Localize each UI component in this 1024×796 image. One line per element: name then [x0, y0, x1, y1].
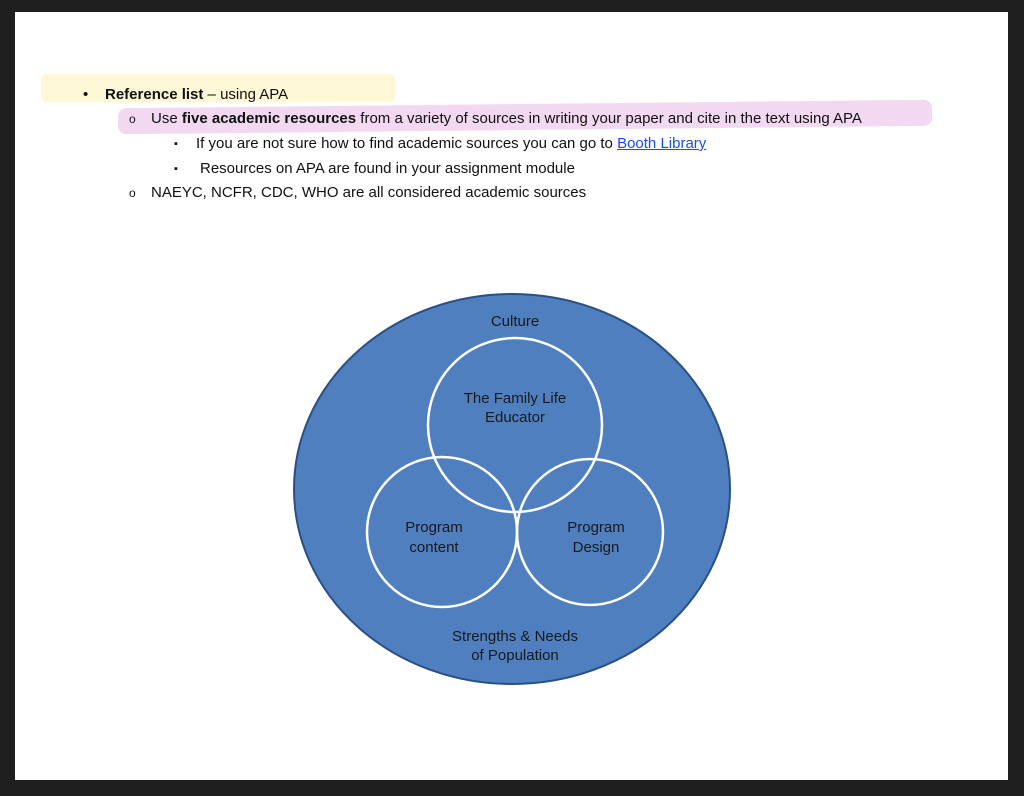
academic-resources-text: from a variety of sources in writing you… — [356, 110, 862, 127]
program-design-label-line2: Design — [573, 539, 620, 556]
academic-orgs-text: NAEYC, NCFR, CDC, WHO are all considered… — [151, 184, 587, 201]
academic-resources-pre: Use — [151, 110, 182, 127]
apa-resources-text: Resources on APA are found in your assig… — [200, 160, 575, 177]
bullet-square: ▪ — [174, 163, 178, 175]
booth-library-link[interactable]: Booth Library — [617, 135, 707, 152]
educator-label-line2: Educator — [485, 409, 545, 426]
program-design-label-line1: Program — [567, 519, 625, 536]
program-design-circle — [515, 457, 665, 607]
reference-list-label: Reference list — [105, 86, 204, 103]
program-content-label-line1: Program — [405, 519, 463, 536]
bullet-circle: o — [129, 186, 136, 200]
reference-list-text: – using APA — [203, 86, 289, 103]
program-content-label-line2: content — [409, 539, 459, 556]
list-item-apa-resources: Resources on APA are found in your assig… — [200, 159, 575, 179]
list-item-academic-orgs: NAEYC, NCFR, CDC, WHO are all considered… — [151, 183, 586, 203]
educator-label-line1: The Family Life — [464, 390, 567, 407]
list-item-find-sources: If you are not sure how to find academic… — [196, 134, 706, 154]
culture-label: Culture — [491, 313, 539, 330]
find-sources-text: If you are not sure how to find academic… — [196, 135, 618, 152]
list-item-reference-list: Reference list – using APA — [105, 85, 288, 105]
bullet-circle: o — [129, 112, 136, 126]
yellow-highlight — [41, 74, 395, 102]
academic-resources-bold: five academic resources — [181, 110, 357, 127]
bullet-square: ▪ — [174, 138, 178, 150]
strengths-label-line2: of Population — [471, 647, 559, 664]
strengths-label-line1: Strengths & Needs — [452, 628, 578, 645]
bullet-disc: • — [83, 86, 89, 103]
list-item-academic-resources: Use five academic resources from a varie… — [151, 109, 862, 129]
culture-circle — [293, 293, 731, 685]
